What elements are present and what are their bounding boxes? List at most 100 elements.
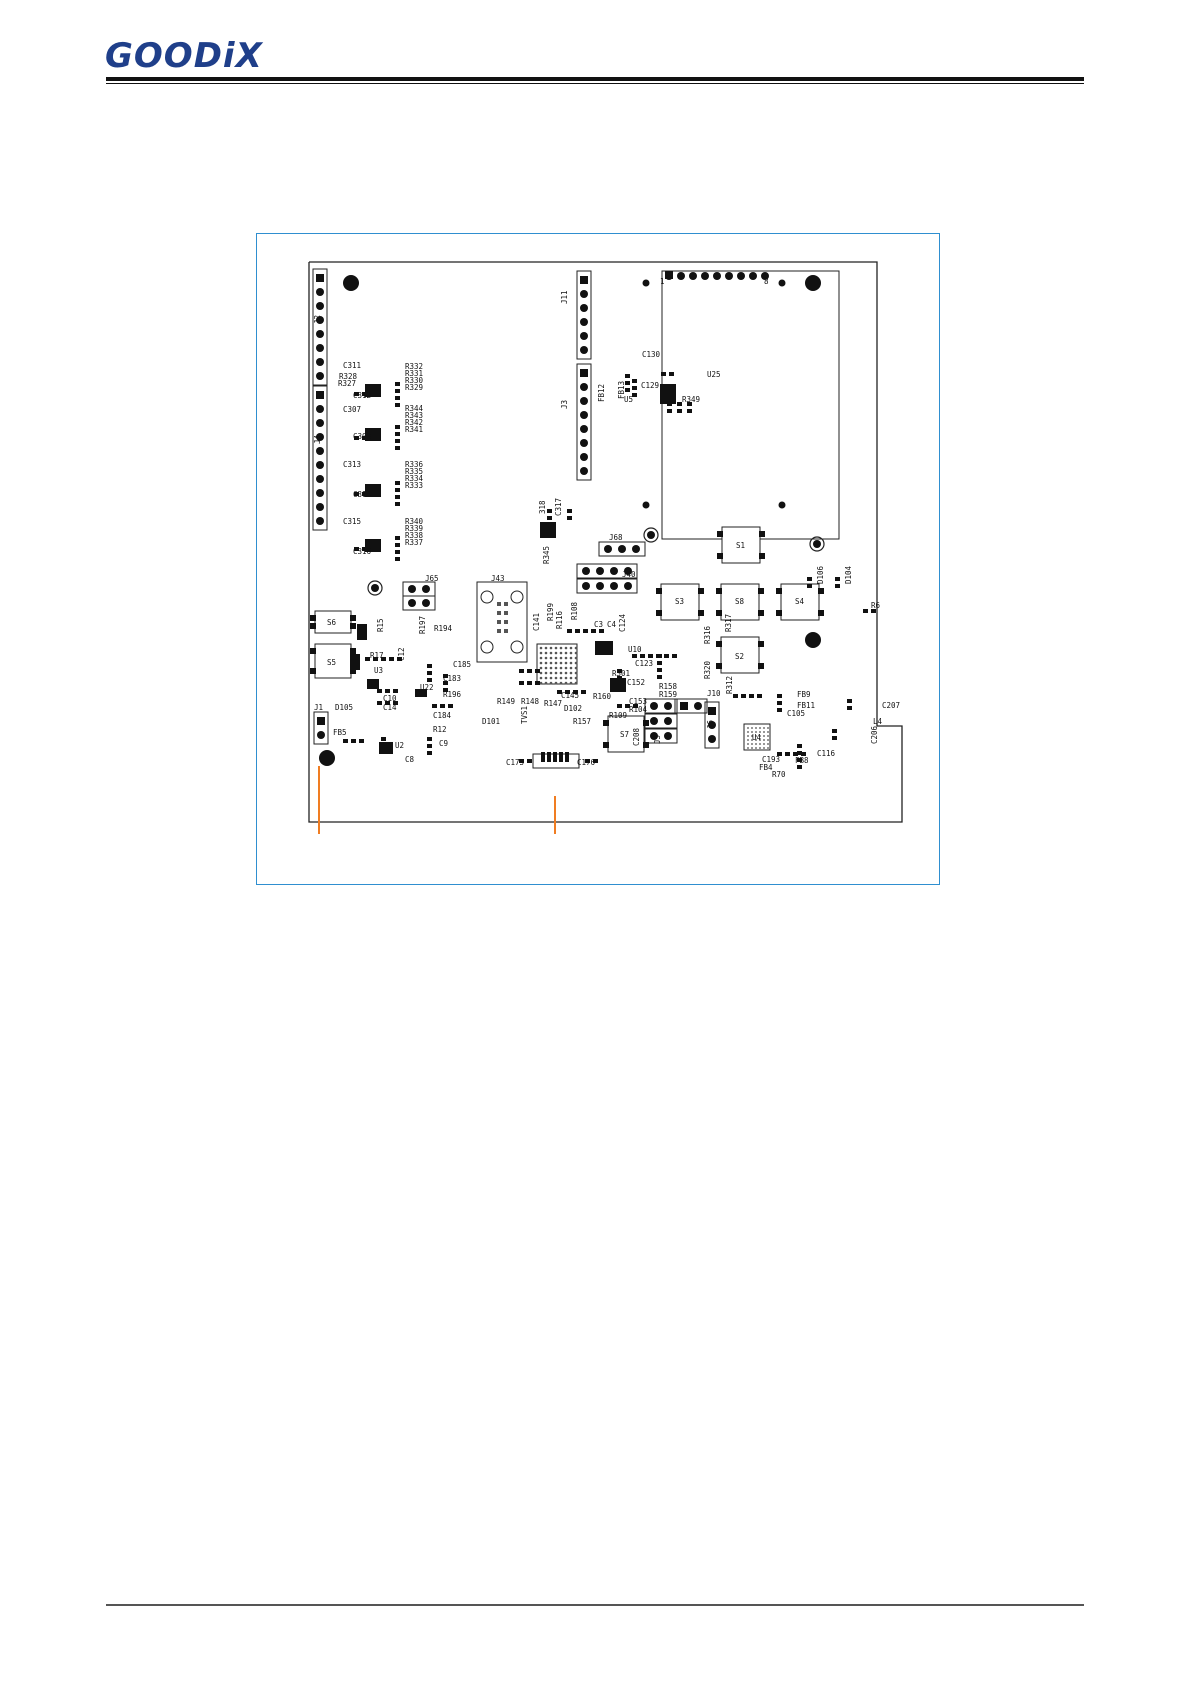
ic-chip	[595, 641, 613, 655]
smd-pad	[443, 674, 448, 678]
pin	[604, 545, 612, 553]
switch-pad	[758, 610, 764, 616]
qfn-ball	[751, 735, 753, 737]
pin	[582, 567, 590, 575]
pin	[694, 702, 702, 710]
smd-pad	[677, 402, 682, 406]
pcb-designator-label: D102	[564, 704, 582, 713]
bga-ball	[544, 646, 548, 650]
pcb-designator-label: C130	[642, 350, 661, 359]
pcb-designator-label: R197	[418, 616, 427, 634]
connector-pad	[504, 611, 508, 615]
pin	[408, 599, 416, 607]
qfn-ball	[763, 735, 765, 737]
pin-header	[674, 698, 708, 714]
bga-ball	[564, 676, 568, 680]
smd-pad	[427, 671, 432, 675]
qfn-ball	[755, 735, 757, 737]
smd-pad	[599, 629, 604, 633]
bga-ball	[569, 651, 573, 655]
switch-pad	[357, 624, 367, 640]
smd-pad	[393, 701, 398, 705]
mounting-hole	[805, 632, 821, 648]
pcb-designator-label: R345	[542, 546, 551, 564]
pcb-designator-label: C308	[353, 432, 372, 441]
bga-ball	[544, 671, 548, 675]
pcb-designator-label: C313	[343, 460, 361, 469]
pcb-designator-label: R104	[629, 705, 648, 714]
bga-ball	[564, 656, 568, 660]
pin	[422, 599, 430, 607]
qfn-ball	[755, 727, 757, 729]
smd-pad	[448, 704, 453, 708]
qfn-ball	[755, 739, 757, 741]
qfn-ball	[751, 727, 753, 729]
switch-body	[720, 583, 760, 621]
smd-pad	[395, 382, 400, 386]
qfn-ball	[763, 743, 765, 745]
board-outline	[308, 261, 903, 823]
smd-pad	[617, 676, 622, 680]
usb-pin	[541, 752, 545, 762]
switch-pad	[310, 615, 316, 621]
pcb-designator-label: J1	[314, 703, 323, 712]
switch-pad	[350, 615, 356, 621]
smd-pad	[633, 704, 638, 708]
pcb-designator-label: J68	[609, 533, 623, 542]
pcb-designator-label: C153	[629, 697, 647, 706]
switch-pad	[350, 668, 356, 674]
bga-ball	[549, 681, 553, 685]
bga-ball	[554, 646, 558, 650]
smd-pad	[535, 669, 540, 673]
pcb-designator-label: FB8	[795, 756, 809, 765]
smd-pad	[527, 681, 532, 685]
smd-pad	[395, 439, 400, 443]
switch-pad	[603, 742, 609, 748]
connector-pad	[504, 602, 508, 606]
smd-pad	[395, 432, 400, 436]
qfn-ball	[751, 743, 753, 745]
bga-ball	[544, 681, 548, 685]
pin	[316, 517, 324, 525]
qfn-ball	[767, 743, 769, 745]
pcb-designator-label: S8	[735, 597, 745, 606]
pcb-designator-label: C185	[453, 660, 471, 669]
pcb-designator-label: R194	[434, 624, 453, 633]
pin-header	[312, 385, 328, 531]
smd-pad	[797, 744, 802, 748]
pin	[580, 453, 588, 461]
pin-header	[402, 581, 436, 597]
bga-ball	[559, 661, 563, 665]
module-hole	[642, 501, 650, 509]
pcb-designator-label: 318	[538, 500, 547, 514]
bga-ball	[549, 671, 553, 675]
smd-pad	[395, 396, 400, 400]
pcb-designator-label: R329	[405, 383, 423, 392]
qfn-ball	[759, 731, 761, 733]
bga-ball	[569, 666, 573, 670]
smd-pad	[557, 690, 562, 694]
smd-pad	[832, 729, 837, 733]
smd-pad	[664, 654, 669, 658]
pcb-designator-label: D106	[816, 565, 825, 584]
bga-ball	[544, 656, 548, 660]
pcb-designator-label: C307	[343, 405, 361, 414]
ic-chip	[660, 384, 676, 404]
pcb-designator-label: FB12	[597, 384, 606, 402]
smd-pad	[354, 547, 359, 551]
qfn-ball	[767, 727, 769, 729]
pcb-designator-label: D104	[844, 565, 853, 584]
usb-pin	[565, 752, 569, 762]
pcb-designator-label: R340	[405, 517, 424, 526]
pcb-designator-label: FB4	[759, 763, 773, 772]
smd-pad	[632, 386, 637, 390]
bga-ball	[554, 671, 558, 675]
smd-pad	[519, 759, 524, 763]
pcb-designator-label: R328	[339, 372, 358, 381]
pin	[610, 582, 618, 590]
smd-pad	[381, 744, 386, 748]
bga-ball	[559, 671, 563, 675]
smd-pad	[395, 425, 400, 429]
bga-ball	[559, 656, 563, 660]
pin	[316, 372, 324, 380]
